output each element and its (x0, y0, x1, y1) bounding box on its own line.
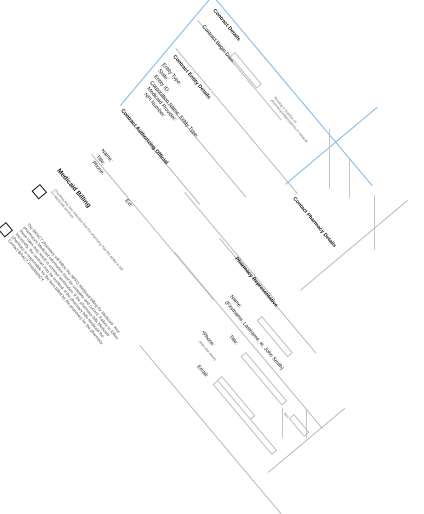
medicaid-billing-checkbox[interactable] (31, 184, 48, 200)
rule-vert-3 (374, 195, 375, 250)
contract-begin-date-input[interactable] (229, 52, 262, 89)
rule-vert-2 (349, 158, 350, 198)
rule-b (175, 48, 299, 195)
rule-vert-1 (329, 129, 330, 189)
official-ext-label: Ext: (123, 198, 134, 209)
pharmacy-rep-email-label: Email: (195, 364, 210, 379)
disclaimer-checkbox[interactable] (0, 222, 14, 238)
pharmacy-rep-title-label: Title: (227, 334, 240, 347)
rule-vert-5 (306, 410, 307, 438)
rule-blue-mid (285, 106, 378, 185)
rule-bottom-right (300, 200, 408, 291)
side-note: Routing # Number of pharmacy/organizatio… (269, 96, 309, 144)
contact-pharmacy-section-title: Contact Pharmacy Details (291, 196, 338, 249)
pharmacy-rep-section-title: Pharmacy Representative (233, 256, 279, 309)
pharmacy-rep-phone-input[interactable] (216, 376, 256, 421)
rotated-document: Contract Details Contract Begin Date: Co… (0, 0, 408, 514)
disclaimer-text: The BRACT pharmacy will follow the NPPG … (7, 222, 122, 346)
rule-vert-4 (282, 408, 283, 438)
